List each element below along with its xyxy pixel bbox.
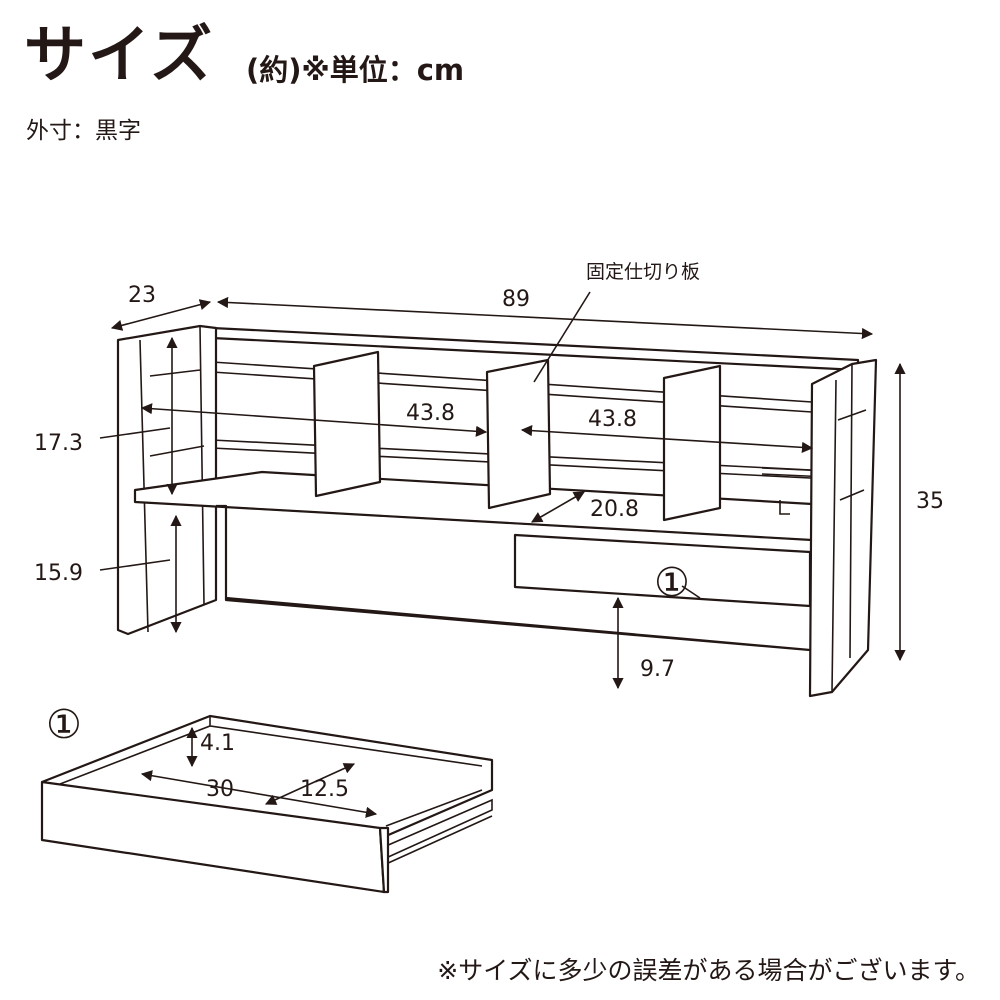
dim-drawer-clearance-label: 9.7 [640, 657, 675, 682]
unit-note: (約)※単位：cm [246, 53, 465, 87]
shelf-board-front [134, 501, 813, 541]
dim-compartment-left-label: 43.8 [406, 401, 455, 426]
drawer-width-label: 30 [206, 777, 234, 802]
dim-shelf-side-label: 17.3 [34, 431, 83, 456]
dim-width-label: 89 [502, 287, 530, 312]
dim-height-label: 35 [916, 489, 944, 514]
drawer-inner-edges [59, 716, 483, 827]
dim-under-shelf-label: 15.9 [34, 561, 83, 586]
drawer-detail-drawing [40, 714, 494, 894]
footer-note: ※サイズに多少の誤差がある場合がございます。 [437, 956, 980, 985]
drawer-marker-detail: ① [46, 702, 82, 748]
drawer-runner [385, 798, 493, 865]
divider-right [662, 364, 722, 522]
page-title: サイズ [24, 18, 215, 91]
divider-center [485, 358, 552, 510]
dim-depth-label: 23 [128, 283, 156, 308]
left-side-inner [139, 325, 205, 633]
drawer-marker-main: ① [654, 560, 690, 606]
dim-shelf-depth-label: 20.8 [590, 497, 639, 522]
desk-shelf-drawing [116, 324, 878, 698]
drawer-front-edge [378, 826, 390, 894]
right-side-inner [831, 363, 867, 693]
legend-note: 外寸：黒字 [26, 118, 141, 144]
dimension-lines [99, 291, 906, 690]
shelf-cutout [779, 500, 790, 515]
lower-frame [216, 504, 811, 652]
callout-label: 固定仕切り板 [586, 261, 700, 283]
drawer-box-outline [41, 714, 494, 838]
drawer-dimension-lines [140, 726, 378, 818]
dim-compartment-right-label: 43.8 [588, 407, 637, 432]
drawer-height-label: 4.1 [200, 731, 235, 756]
drawer-depth-label: 12.5 [300, 777, 349, 802]
